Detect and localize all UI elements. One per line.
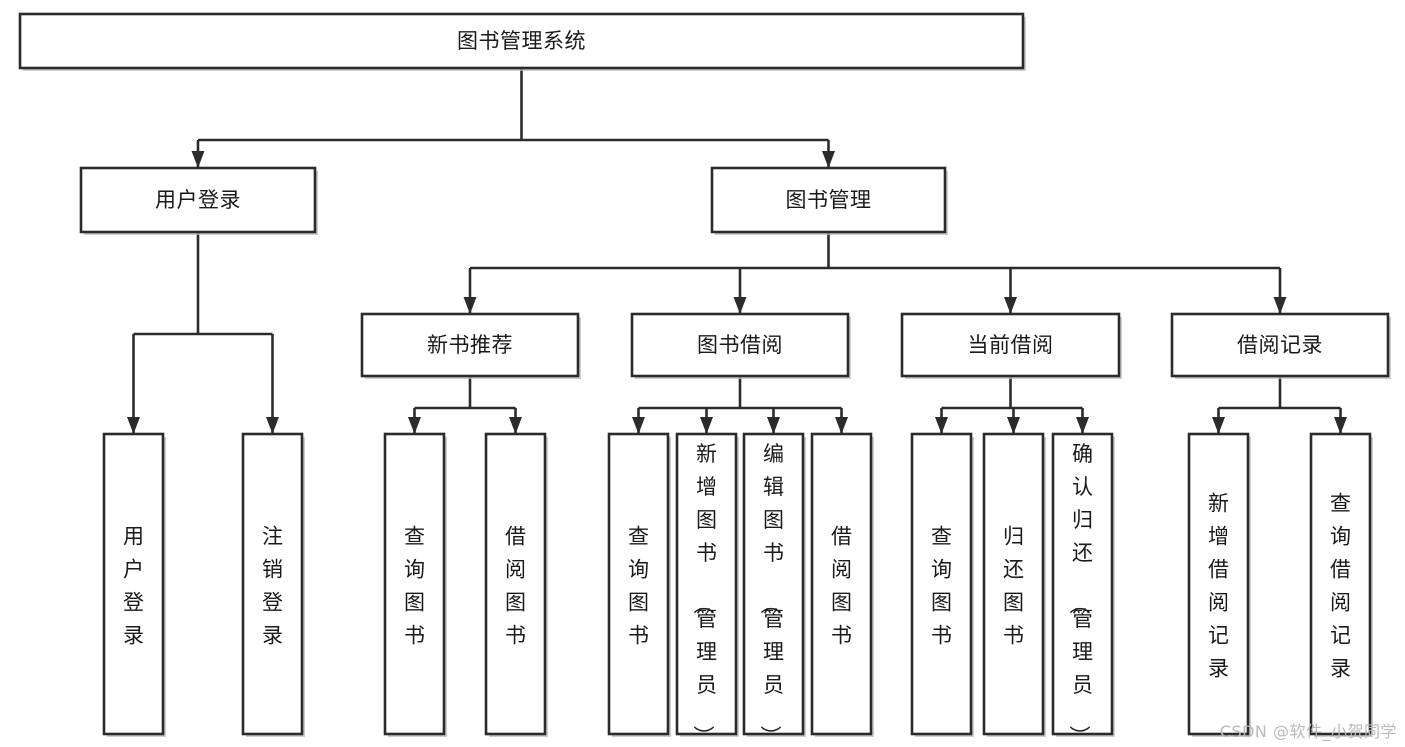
node-label-user-login: 用户登录 xyxy=(155,188,241,212)
leaf-logout-login[interactable]: 注销登录 xyxy=(241,432,305,737)
arrow-down-icon xyxy=(463,297,477,314)
leaf-return-book[interactable]: 归还图书 xyxy=(982,432,1046,737)
arrow-down-icon xyxy=(1334,417,1347,434)
leaf-query-book-current-label: 查询图书 xyxy=(931,525,952,648)
leaf-borrow-book-label: 借阅图书 xyxy=(831,525,852,648)
node-root[interactable]: 图书管理系统 xyxy=(18,12,1026,71)
csdn-watermark: CSDN @软件_小贺同学 xyxy=(1219,722,1397,741)
arrow-down-icon xyxy=(822,151,835,168)
arrow-down-icon xyxy=(509,417,522,434)
leaf-query-book-rec[interactable]: 查询图书 xyxy=(383,432,447,737)
leaf-confirm-return[interactable]: 确认归还（管理员） xyxy=(1051,432,1115,746)
arrow-down-icon xyxy=(1004,297,1017,314)
connector-lines xyxy=(127,68,1347,434)
node-label-borrow-record: 借阅记录 xyxy=(1237,333,1323,357)
leaf-query-book-borrow-label: 查询图书 xyxy=(628,525,649,648)
leaf-query-book-borrow[interactable]: 查询图书 xyxy=(607,432,671,737)
node-label-root: 图书管理系统 xyxy=(457,29,586,53)
arrow-down-icon xyxy=(1007,417,1020,434)
leaf-add-borrow-record-label: 新增借阅记录 xyxy=(1208,492,1229,681)
arrow-down-icon xyxy=(408,417,421,434)
arrow-down-icon xyxy=(632,417,645,434)
leaf-user-login-label: 用户登录 xyxy=(123,525,144,648)
node-new-book-rec[interactable]: 新书推荐 xyxy=(360,312,581,379)
arrow-down-icon xyxy=(1273,297,1287,314)
leaf-logout-login-label: 注销登录 xyxy=(262,525,283,648)
arrow-down-icon xyxy=(835,417,848,434)
leaf-add-book-admin[interactable]: 新增图书（管理员） xyxy=(675,432,739,746)
leaf-edit-book-admin[interactable]: 编辑图书（管理员） xyxy=(742,432,806,746)
leaf-add-borrow-record[interactable]: 新增借阅记录 xyxy=(1187,432,1251,737)
leaf-return-book-label: 归还图书 xyxy=(1003,525,1024,648)
arrow-down-icon xyxy=(733,297,747,314)
leaf-borrow-book[interactable]: 借阅图书 xyxy=(810,432,874,737)
arrow-down-icon xyxy=(1212,417,1225,434)
node-current-borrow[interactable]: 当前借阅 xyxy=(900,312,1122,379)
node-user-login[interactable]: 用户登录 xyxy=(79,166,318,235)
node-book-mgmt[interactable]: 图书管理 xyxy=(710,166,948,235)
leaf-boxes: 用户登录 注销登录 查询图书 借阅图书 查询图书 新增图书（管理员） 编辑图书（管理员） 借阅… xyxy=(102,432,1373,746)
leaf-query-book-rec-label: 查询图书 xyxy=(404,525,425,648)
node-book-borrow[interactable]: 图书借阅 xyxy=(630,312,851,379)
leaf-add-book-admin-label: 新增图书（管理员） xyxy=(691,442,717,746)
arrow-down-icon xyxy=(935,417,948,434)
leaf-confirm-return-label: 确认归还（管理员） xyxy=(1067,442,1093,746)
leaf-user-login[interactable]: 用户登录 xyxy=(102,432,166,737)
leaf-borrow-book-rec[interactable]: 借阅图书 xyxy=(484,432,548,737)
arrow-down-icon xyxy=(767,417,780,434)
arrow-down-icon xyxy=(1076,417,1089,434)
leaf-borrow-book-rec-label: 借阅图书 xyxy=(505,525,526,648)
node-label-book-borrow: 图书借阅 xyxy=(697,333,783,357)
leaf-query-book-current[interactable]: 查询图书 xyxy=(910,432,974,737)
arrow-down-icon xyxy=(127,417,140,434)
arrow-down-icon xyxy=(700,417,713,434)
arrow-down-icon xyxy=(191,151,205,168)
node-label-book-mgmt: 图书管理 xyxy=(786,188,872,212)
arrow-down-icon xyxy=(266,417,279,434)
node-label-new-book-rec: 新书推荐 xyxy=(427,333,513,357)
node-borrow-record[interactable]: 借阅记录 xyxy=(1170,312,1391,379)
node-label-current-borrow: 当前借阅 xyxy=(968,333,1054,357)
leaf-query-borrow-record[interactable]: 查询借阅记录 xyxy=(1309,432,1373,737)
leaf-query-borrow-record-label: 查询借阅记录 xyxy=(1330,492,1351,681)
leaf-edit-book-admin-label: 编辑图书（管理员） xyxy=(758,442,784,746)
